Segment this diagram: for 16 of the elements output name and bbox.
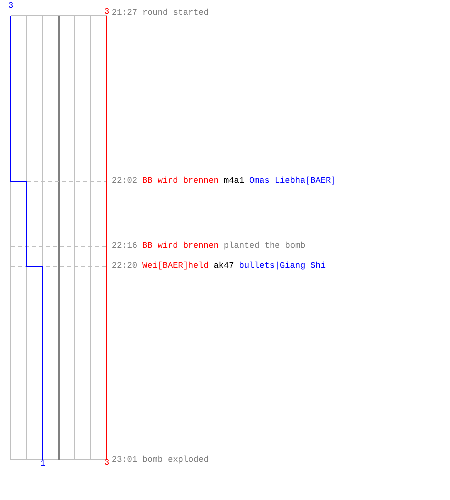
- event-time: 22:02: [112, 176, 138, 186]
- player-count: 3: [104, 8, 110, 16]
- weapon-name: ak47: [214, 262, 234, 270]
- player-count: 1: [40, 460, 46, 468]
- event-text: 23:01 bomb exploded: [112, 456, 209, 464]
- event-text: 21:27 round started: [112, 8, 209, 18]
- weapon-name: m4a1: [224, 176, 244, 186]
- event-text: planted the bomb: [224, 242, 306, 250]
- event-time: 22:16: [112, 242, 138, 250]
- player-name: bullets|Giang Shi: [239, 262, 326, 270]
- player-name: BB wird brennen: [142, 176, 220, 186]
- player-name: Omas Liebha[BAER]: [249, 176, 336, 186]
- player-name: BB wird brennen: [142, 242, 220, 250]
- event-time: 22:20: [112, 262, 138, 270]
- player-count: 3: [8, 2, 14, 10]
- player-name: Wei[BAER]held: [142, 262, 209, 270]
